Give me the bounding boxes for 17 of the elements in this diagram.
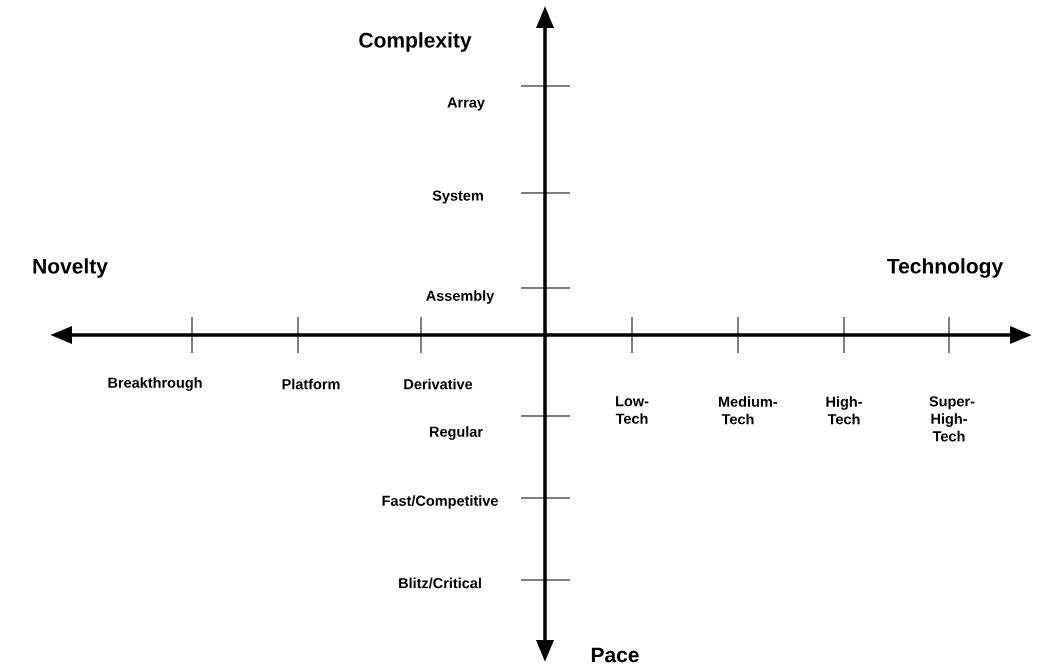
axis-title: Novelty [33, 258, 108, 278]
tick-label: Assembly [426, 290, 495, 304]
axis-title: Pace [591, 647, 639, 663]
tick-label: Breakthrough [108, 377, 202, 391]
tick-label: Array [447, 97, 485, 111]
tick-label: Platform [282, 378, 340, 390]
tick-label: Low-Tech [615, 396, 649, 424]
tick-label: Blitz/Critical [399, 577, 481, 589]
tick-label: High-Tech [826, 396, 862, 425]
tick-label: Fast/Competitive [382, 495, 498, 509]
tick-label: Derivative [404, 378, 473, 390]
tick-label: Medium-Tech [719, 396, 778, 425]
tick-label: Super-High-Tech [929, 396, 975, 442]
axis-title: Complexity [359, 32, 472, 52]
tick-label: System [432, 190, 483, 204]
axis-title: Technology [887, 258, 1004, 278]
tick-label: Regular [430, 426, 483, 440]
